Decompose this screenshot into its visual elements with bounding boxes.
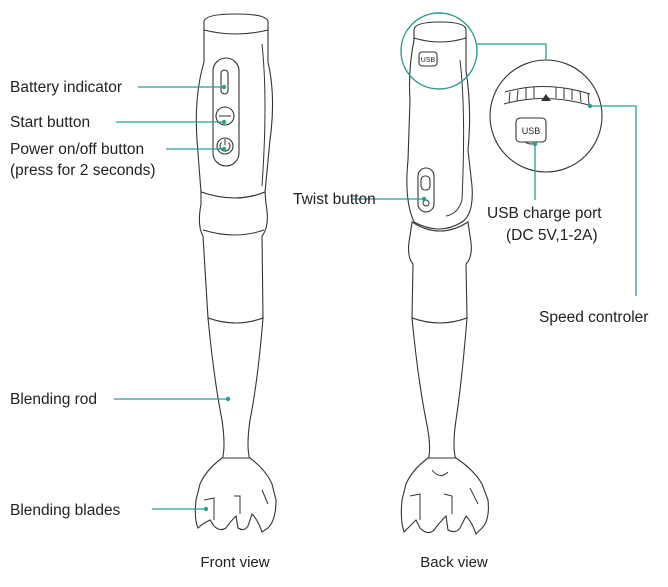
label-start-button: Start button [10,114,90,131]
label-battery-indicator: Battery indicator [10,79,122,96]
magnifier-ring [400,12,478,90]
captions: Front view Back view [200,554,488,571]
caption-back-view: Back view [420,554,488,571]
label-usb-charge-spec: (DC 5V,1-2A) [506,227,598,244]
usb-port-magnified-label: USB [522,126,541,136]
speed-dial-arrow-icon [541,94,551,101]
zoom-detail: USB [489,59,603,173]
label-twist-button: Twist button [293,191,376,208]
back-view-blender: USB [400,21,489,536]
caption-front-view: Front view [200,554,269,571]
label-power-button-note: (press for 2 seconds) [10,162,156,179]
labels: Battery indicator Start button Power on/… [10,79,648,519]
usb-port-small-label: USB [421,57,436,64]
label-blending-rod: Blending rod [10,391,97,408]
label-speed-controller: Speed controler [539,309,648,326]
front-view-blender [194,13,277,533]
leader-lines [114,43,637,512]
speed-dial-ticks [508,87,590,105]
usb-port-magnified [515,117,547,143]
label-usb-charge-port: USB charge port [487,205,602,222]
label-blending-blades: Blending blades [10,502,121,519]
label-power-button: Power on/off button [10,141,144,158]
